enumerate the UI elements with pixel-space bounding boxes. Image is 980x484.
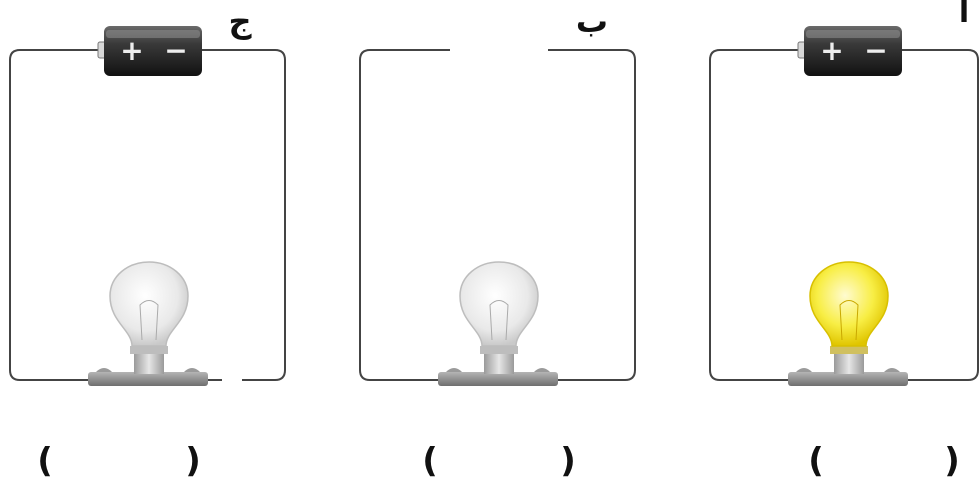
bulb-lit-icon (788, 261, 908, 386)
wire (709, 49, 802, 381)
wire (9, 49, 102, 381)
answer-paren-close: ) (560, 441, 576, 481)
battery-icon: + − (797, 26, 902, 76)
circuit-label-alif: أ (959, 0, 969, 30)
battery-plus: + (120, 34, 143, 67)
wire (548, 49, 636, 381)
wire (902, 49, 979, 381)
circuit-label-jeem: ج (228, 2, 252, 40)
answer-paren-close: ) (944, 441, 960, 481)
wire (202, 49, 286, 381)
battery-icon: + − (97, 26, 202, 76)
answer-paren-open: ( (422, 441, 438, 481)
circuit-baa: ب ( ) (359, 2, 636, 481)
answer-paren-open: ( (808, 441, 824, 481)
answer-paren-close: ) (185, 441, 201, 481)
bulb-off-icon (88, 261, 208, 386)
battery-plus: + (820, 34, 843, 67)
battery-minus: − (164, 34, 187, 67)
battery-minus: − (864, 34, 887, 67)
wire (359, 49, 450, 381)
circuit-jeem: + − ج ( ) (9, 2, 286, 481)
circuit-label-baa: ب (576, 2, 608, 40)
answer-paren-open: ( (37, 441, 53, 481)
circuit-alif: + − أ ( ) (709, 0, 979, 481)
bulb-off-icon (438, 261, 558, 386)
